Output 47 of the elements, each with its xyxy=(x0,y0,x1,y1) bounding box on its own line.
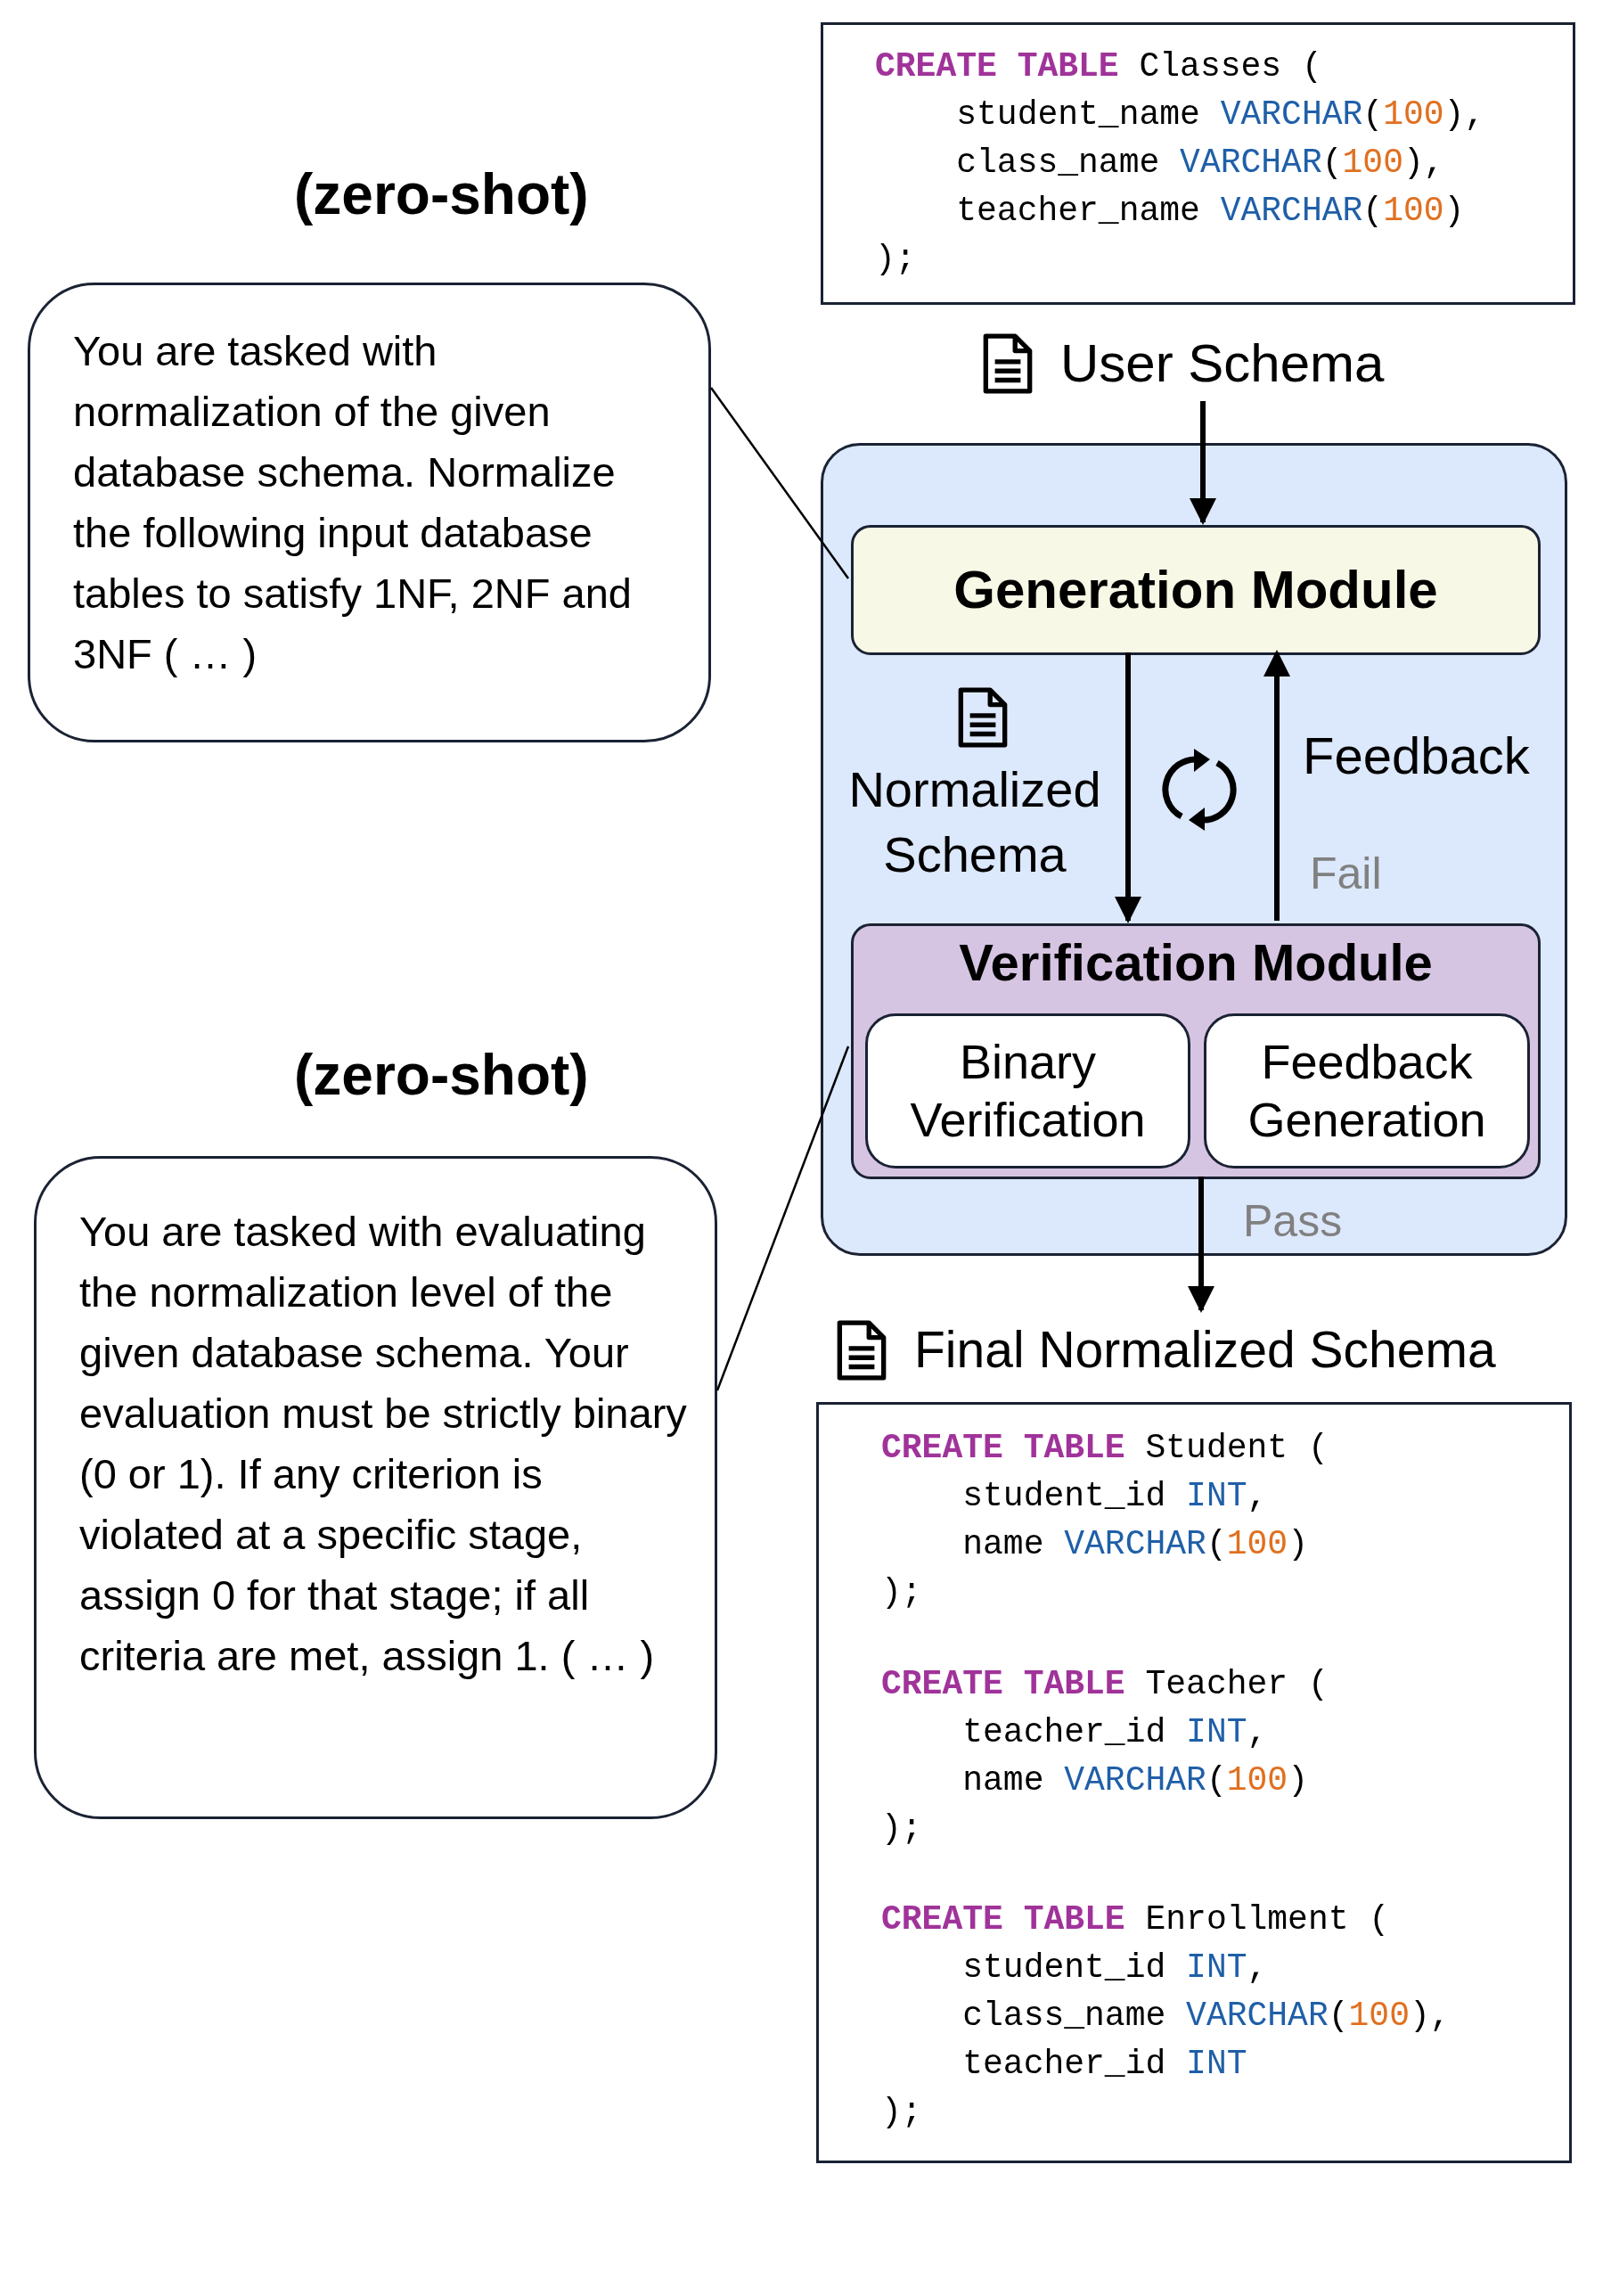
submodule-title: Feedback Generation xyxy=(1247,1034,1487,1148)
pipeline-panel xyxy=(821,443,1567,1256)
code-line: student_id INT, xyxy=(961,1476,1268,1517)
submodule-box xyxy=(865,1013,1190,1168)
code-line: CREATE TABLE Classes ( xyxy=(875,46,1322,87)
prompt-bubble xyxy=(28,283,711,742)
prompt-text: You are tasked with normalization of the given database schema. Normalize the following input database tables to satisfy 1NF, 2NF and 3NF ( … ) xyxy=(73,326,633,679)
edge-label: Feedback xyxy=(1303,726,1531,786)
arrow xyxy=(1190,401,1216,525)
code-line: class_name VARCHAR(100), xyxy=(961,1996,1451,2038)
module-box xyxy=(851,923,1541,1179)
code-line: CREATE TABLE Teacher ( xyxy=(881,1663,1329,1705)
code-line: student_id INT, xyxy=(961,1948,1268,1989)
code-box xyxy=(816,1402,1572,2163)
code-line: ); xyxy=(875,239,916,280)
section-heading: Final Normalized Schema xyxy=(914,1321,1496,1380)
status-label: Fail xyxy=(1310,848,1382,900)
module-box xyxy=(851,525,1541,655)
code-line: ); xyxy=(881,1808,922,1849)
code-line: teacher_name VARCHAR(100) xyxy=(955,191,1465,232)
code-line: name VARCHAR(100) xyxy=(961,1759,1308,1801)
model-setting-label: (zero-shot) xyxy=(294,161,589,228)
leader-line xyxy=(710,387,849,579)
model-setting-label: (zero-shot) xyxy=(294,1042,589,1109)
code-line: teacher_id INT, xyxy=(961,1711,1268,1753)
code-line: ); xyxy=(881,1572,922,1613)
code-line: name VARCHAR(100) xyxy=(961,1524,1308,1565)
arrow xyxy=(1115,652,1141,923)
code-line: student_name VARCHAR(100), xyxy=(955,94,1485,135)
edge-label: Normalized Schema xyxy=(847,760,1102,884)
code-line: class_name VARCHAR(100), xyxy=(955,143,1444,184)
module-title: Generation Module xyxy=(953,559,1439,621)
code-line: CREATE TABLE Enrollment ( xyxy=(881,1899,1390,1941)
code-line: CREATE TABLE Student ( xyxy=(881,1428,1329,1469)
section-heading: User Schema xyxy=(1060,332,1385,394)
edge-label: Pass xyxy=(1243,1195,1344,1248)
prompt-bubble xyxy=(34,1156,717,1819)
code-line: teacher_id INT xyxy=(961,2044,1247,2086)
code-box xyxy=(821,22,1575,305)
submodule-title: Binary Verification xyxy=(909,1034,1147,1148)
arrow xyxy=(1188,1177,1214,1313)
prompt-text: You are tasked with evaluating the normalization level of the given database schema. Your evaluation must be strictly binary (0 or 1). If any criterion is violated at a specific stage, assign 0 for that stage; if all criteria are met, assign 1. ( … ) xyxy=(79,1207,688,1681)
submodule-box xyxy=(1204,1013,1530,1168)
code-line: ); xyxy=(881,2092,922,2134)
leader-line xyxy=(716,1046,850,1391)
arrow xyxy=(1263,650,1290,921)
module-title: Verification Module xyxy=(958,932,1434,993)
